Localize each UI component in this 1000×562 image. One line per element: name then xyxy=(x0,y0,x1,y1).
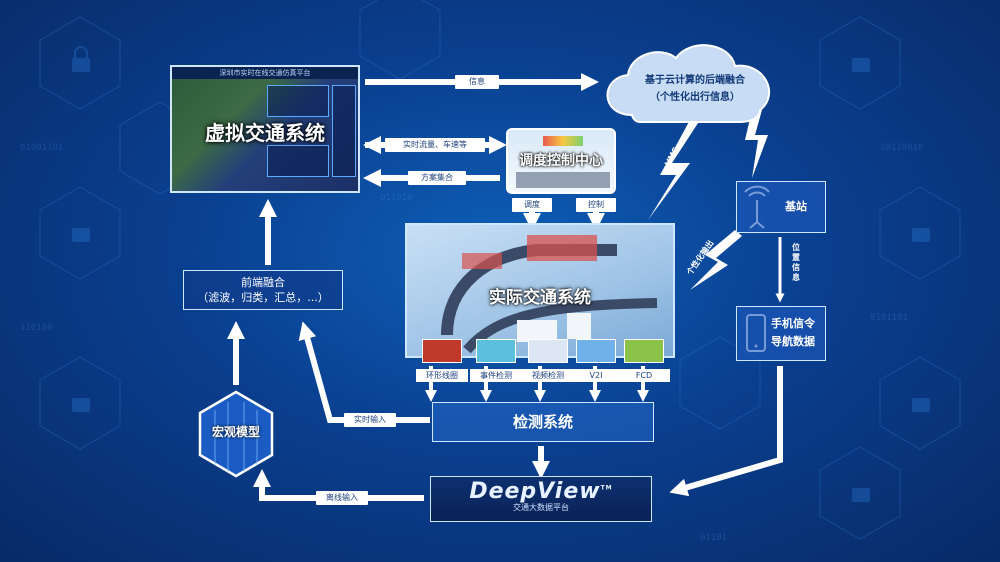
phone-data-line1: 手机信令 xyxy=(771,317,815,330)
phone-data-box: 手机信令 导航数据 xyxy=(736,306,826,361)
virtual-system-title: 虚拟交通系统 xyxy=(205,121,325,145)
virtual-traffic-system-panel: 深圳市实时在线交通仿真平台 虚拟交通系统 xyxy=(170,65,360,193)
base-station-box: 基站 xyxy=(736,181,826,233)
real-traffic-system-panel: 实际交通系统 xyxy=(405,223,675,358)
label-control: 控制 xyxy=(576,198,616,212)
front-fusion-title: 前端融合 xyxy=(241,276,285,289)
detector-label: V2I xyxy=(570,369,622,382)
control-wall-screen xyxy=(543,136,583,146)
virtual-platform-header: 深圳市实时在线交通仿真平台 xyxy=(172,67,358,79)
detector-v2i: V2I xyxy=(570,339,622,382)
control-center-panel: 调度控制中心 xyxy=(506,128,616,194)
deepview-logo: DeepViewTM xyxy=(469,479,613,504)
detector-video: 视频检测 xyxy=(522,339,574,382)
arrow-detect-to-fusion xyxy=(298,321,430,423)
svg-text:011010: 011010 xyxy=(380,193,413,203)
cloud-subtitle: （个性化出行信息） xyxy=(650,92,740,103)
deepview-platform-box: DeepViewTM 交通大数据平台 xyxy=(430,476,652,522)
detection-system-box: 检测系统 xyxy=(432,402,654,442)
phone-data-line2: 导航数据 xyxy=(771,335,815,348)
lightning-vms-icon xyxy=(648,120,700,220)
detection-system-title: 检测系统 xyxy=(512,413,573,431)
detector-fcd: FCD xyxy=(618,339,670,382)
virtual-chart-panel-2 xyxy=(267,145,329,177)
label-plan-set: 方案集合 xyxy=(408,171,466,185)
virtual-side-panel xyxy=(332,85,356,177)
camera-thumb-icon xyxy=(528,339,568,363)
v2i-thumb-icon xyxy=(576,339,616,363)
arrow-phone-to-deepview xyxy=(669,366,783,497)
fcd-thumb-icon xyxy=(624,339,664,363)
svg-text:01001101: 01001101 xyxy=(20,143,63,153)
label-location-info: 位置信息 xyxy=(792,243,800,282)
detector-label: 视频检测 xyxy=(522,369,574,382)
svg-text:10110010: 10110010 xyxy=(880,143,923,153)
macro-model-title: 宏观模型 xyxy=(211,425,260,439)
lightning-cloud-base-icon xyxy=(745,110,768,178)
detector-loop: 环形线圈 xyxy=(416,339,468,382)
virtual-chart-panel-1 xyxy=(267,85,329,117)
detector-label: 事件检测 xyxy=(470,369,522,382)
lightning-personal-icon xyxy=(690,230,742,290)
svg-text:0101101: 0101101 xyxy=(870,313,908,323)
cloud-shape xyxy=(606,44,771,123)
detector-label: 环形线圈 xyxy=(416,369,468,382)
cloud-title: 基于云计算的后端融合 xyxy=(645,75,745,86)
cloud-fusion-text: 基于云计算的后端融合 （个性化出行信息） xyxy=(620,72,770,106)
front-fusion-detail: （滤波，归类，汇总，...） xyxy=(197,291,329,304)
label-info: 信息 xyxy=(455,75,499,89)
macro-model-hex xyxy=(198,390,274,478)
detector-label: FCD xyxy=(618,369,670,382)
label-dispatch: 调度 xyxy=(512,198,552,212)
control-center-title: 调度控制中心 xyxy=(519,153,603,169)
svg-text:01101: 01101 xyxy=(700,533,727,543)
incident-thumb-icon xyxy=(476,339,516,363)
real-system-title: 实际交通系统 xyxy=(489,288,591,308)
arrow-deepview-to-macro xyxy=(253,469,424,501)
svg-text:110100: 110100 xyxy=(20,323,53,333)
deepview-subtitle: 交通大数据平台 xyxy=(513,503,569,512)
label-realtime-input: 实时输入 xyxy=(344,413,396,427)
label-realtime-flow: 实时流量、车速等 xyxy=(385,138,485,152)
base-station-title: 基站 xyxy=(785,200,807,213)
detector-incident: 事件检测 xyxy=(470,339,522,382)
control-desk xyxy=(516,172,610,188)
loop-thumb-icon xyxy=(422,339,462,363)
front-fusion-box: 前端融合 （滤波，归类，汇总，...） xyxy=(183,270,343,310)
label-offline-input: 离线输入 xyxy=(316,491,368,505)
road-illustration xyxy=(441,235,658,354)
